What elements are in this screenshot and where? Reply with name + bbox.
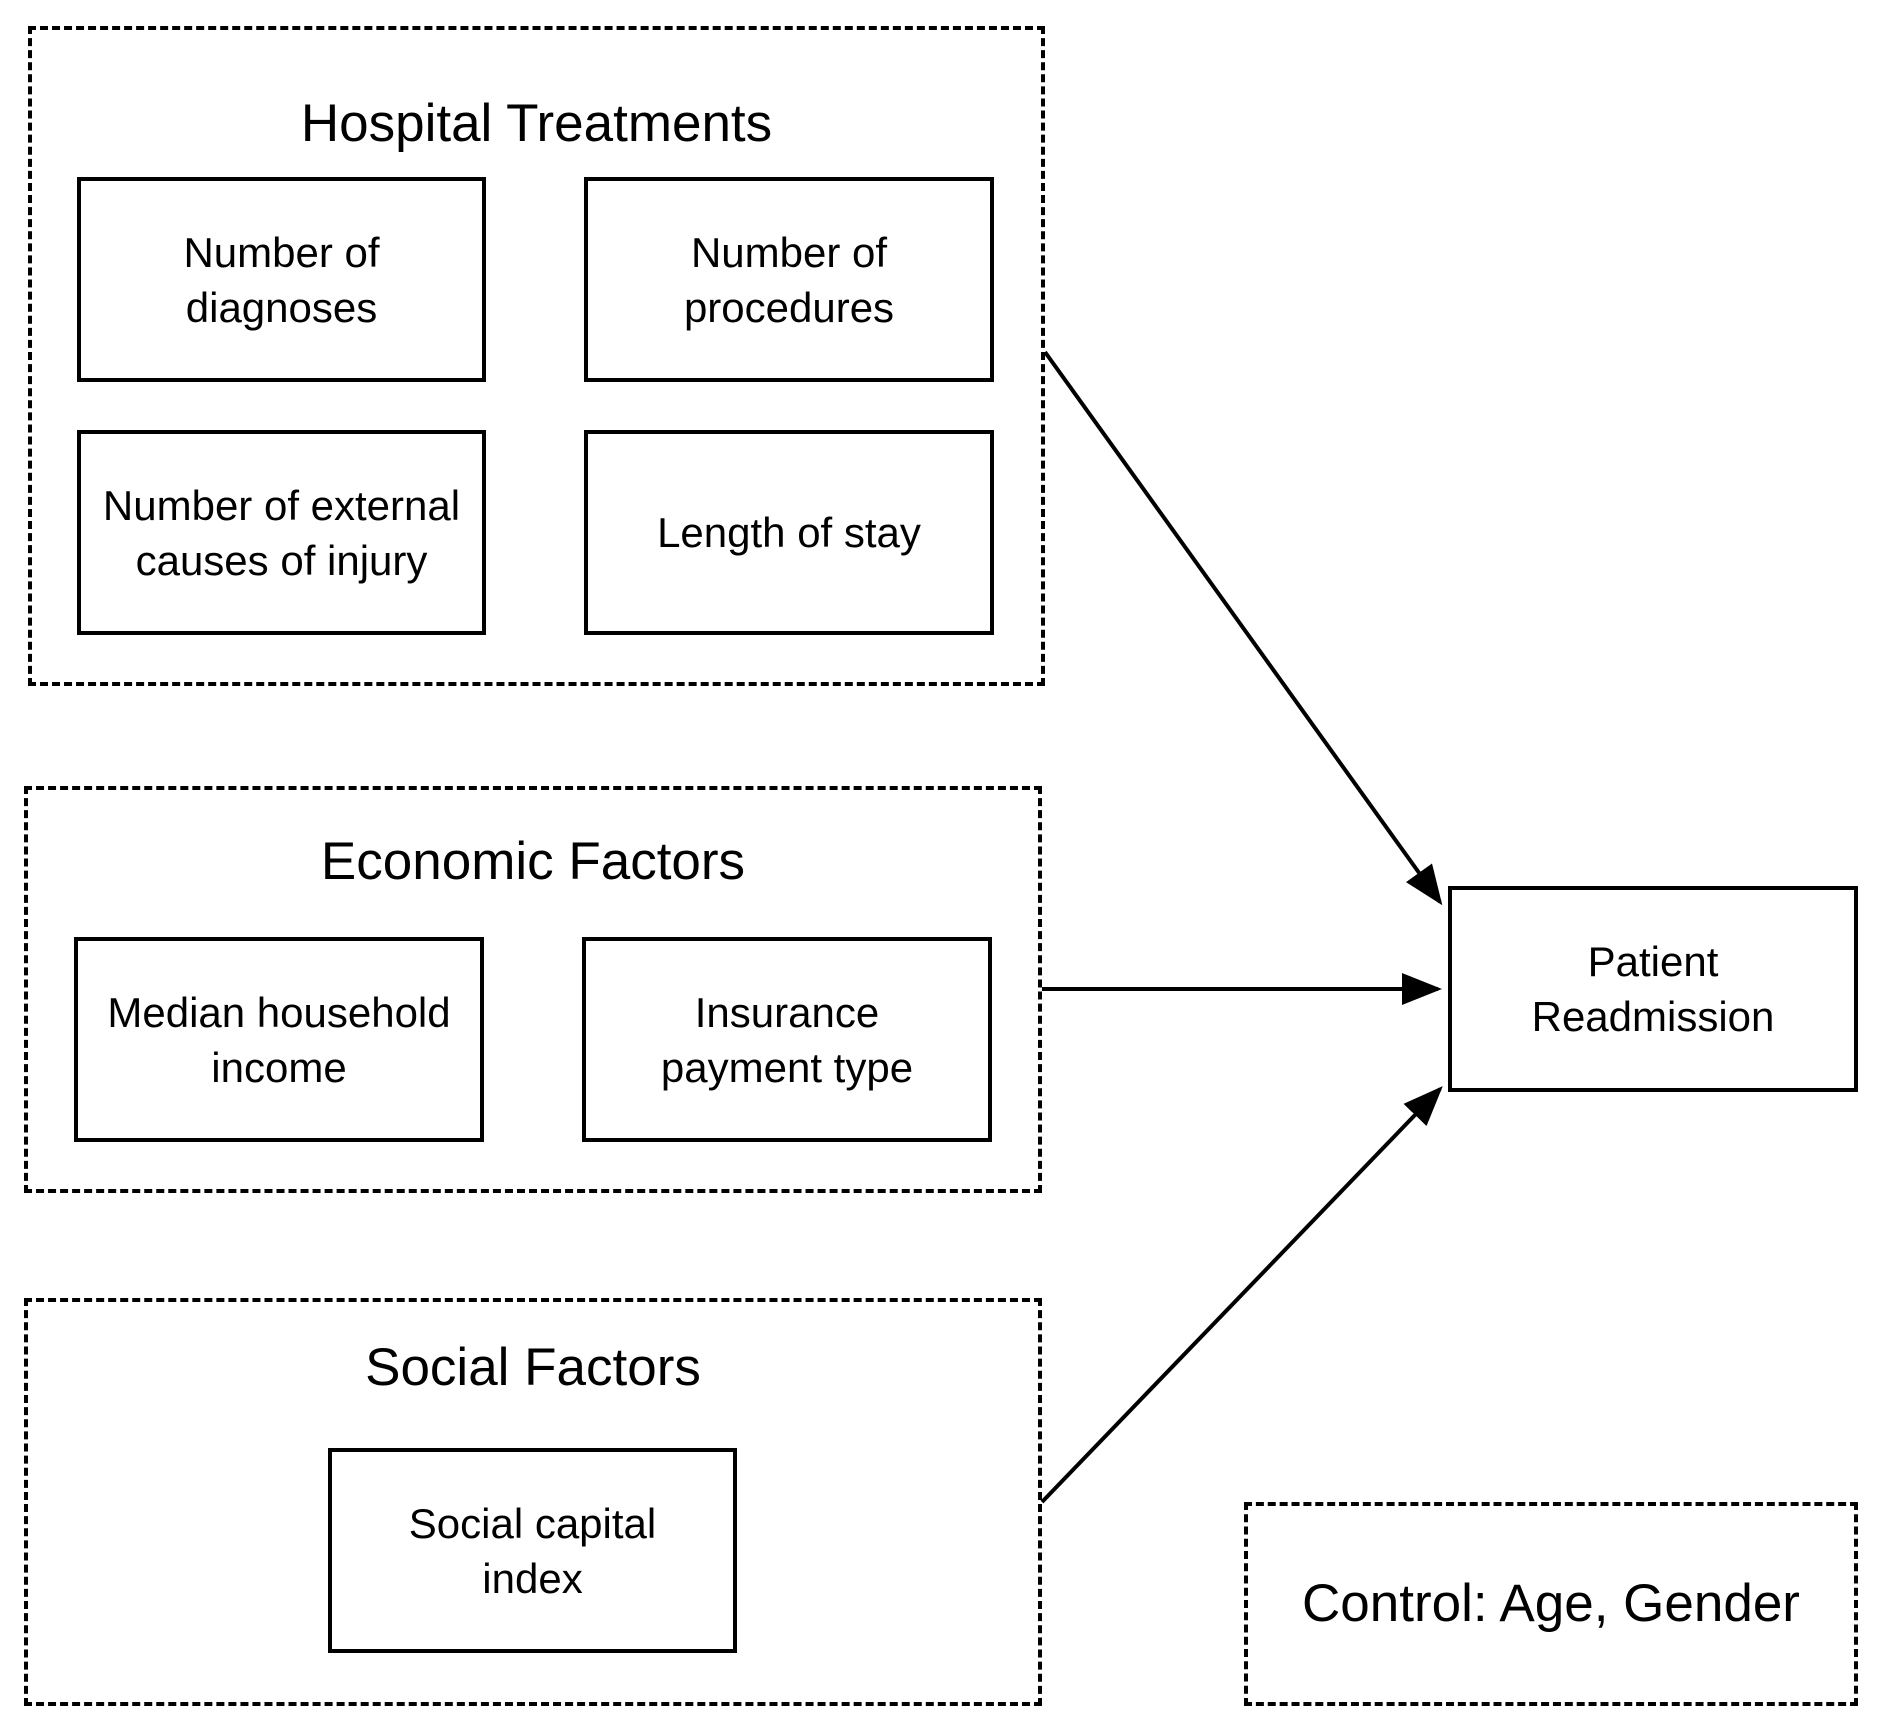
node-number-of-external-causes-of-injury: Number of external causes of injury	[77, 430, 486, 635]
node-patient-readmission: Patient Readmission	[1448, 886, 1858, 1092]
node-social-capital-index: Social capital index	[328, 1448, 737, 1653]
group-title-economic-factors: Economic Factors	[320, 832, 746, 891]
control-label: Control: Age, Gender	[1302, 1574, 1800, 1633]
arrow-social-to-readmission	[1040, 1086, 1443, 1504]
node-number-of-diagnoses: Number of diagnoses	[77, 177, 486, 382]
node-label: Number of procedures	[683, 228, 895, 331]
node-label: Length of stay	[657, 509, 921, 556]
node-number-of-procedures: Number of procedures	[584, 177, 994, 382]
node-median-household-income: Median household income	[74, 937, 484, 1142]
arrow-hospital-to-readmission	[1043, 350, 1443, 906]
control-box: Control: Age, Gender	[1244, 1502, 1858, 1706]
node-label: Median household income	[107, 988, 451, 1091]
group-title-hospital-treatments: Hospital Treatments	[300, 94, 773, 153]
group-economic-factors: Economic Factors	[24, 786, 1042, 1193]
node-insurance-payment-type: Insurance payment type	[582, 937, 992, 1142]
node-length-of-stay: Length of stay	[584, 430, 994, 635]
node-label: Social capital index	[408, 1499, 657, 1602]
group-title-social-factors: Social Factors	[365, 1338, 701, 1397]
node-label: Insurance payment type	[660, 988, 914, 1091]
group-hospital-treatments: Hospital Treatments	[28, 26, 1045, 686]
group-social-factors: Social Factors	[24, 1298, 1042, 1706]
node-label: Number of external causes of injury	[102, 481, 484, 584]
node-label: Patient Readmission	[1531, 938, 1775, 1040]
node-label: Number of diagnoses	[183, 228, 380, 331]
